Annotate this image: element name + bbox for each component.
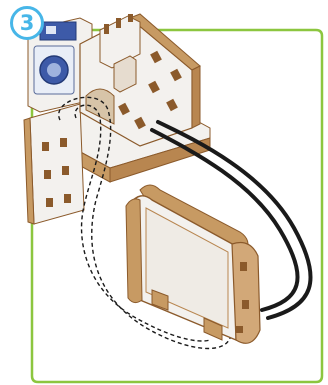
step-number-badge: 3	[10, 6, 44, 40]
battery-box	[126, 185, 260, 343]
step-number: 3	[20, 13, 35, 34]
